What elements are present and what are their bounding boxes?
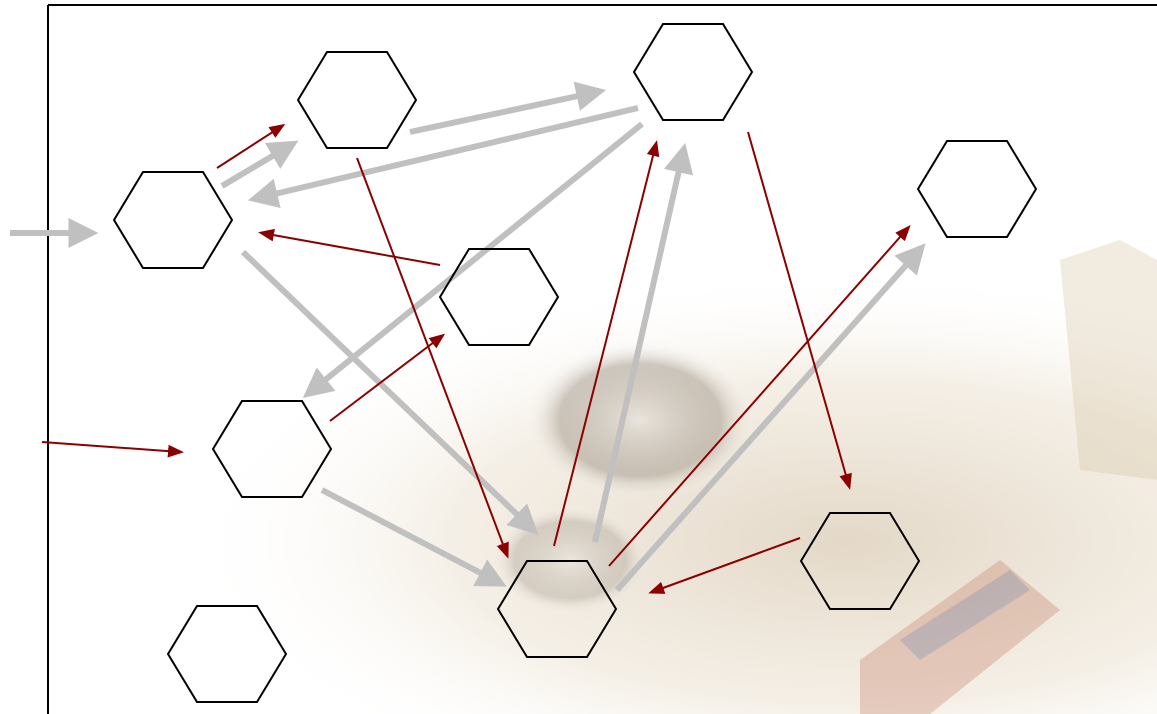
hexagon-node-n1: [112, 171, 234, 269]
gray-arrow-n7-to-n3: [592, 142, 694, 543]
hexagon-node-n7: [496, 560, 618, 658]
red-arrow-n1-to-n2: [216, 123, 286, 169]
hexagon-node-n2: [296, 51, 418, 149]
frame: [47, 4, 1157, 714]
hexagon-node-n3: [632, 23, 754, 121]
hexagon-node-n9: [166, 605, 288, 703]
hexagon-node-n8: [799, 512, 921, 610]
background-photo: [48, 240, 1157, 714]
hexagon-node-n4: [211, 400, 333, 498]
red-arrows: [41, 123, 911, 594]
red-arrow-n5-to-n1: [258, 228, 441, 266]
gray-arrow-n3-to-n4: [302, 121, 644, 399]
red-arrow-n8-to-n7: [648, 537, 801, 594]
gray-arrow-n4-to-n7: [320, 487, 507, 587]
red-arrow-n3-to-n8: [747, 131, 852, 490]
gray-arrow-n2-to-n3: [409, 81, 607, 135]
red-arrow-n7-to-n6: [608, 225, 911, 567]
gray-arrows: [10, 81, 926, 592]
red-arrow-n2-to-n7: [356, 157, 509, 559]
red-arrow-external-to-n4: [41, 441, 184, 458]
hexagon-nodes: [112, 23, 1038, 703]
gray-arrow-n1-to-n2: [220, 140, 299, 189]
gray-arrow-n7-to-n6: [614, 243, 926, 592]
gray-arrow-n1-to-n7: [240, 249, 539, 535]
hexagon-node-n5: [438, 248, 560, 346]
red-arrow-n4-to-n5: [329, 333, 446, 422]
red-arrow-n7-to-n3: [553, 140, 660, 547]
hexagon-node-n6: [916, 140, 1038, 238]
gray-arrow-n3-to-n1: [247, 105, 639, 209]
